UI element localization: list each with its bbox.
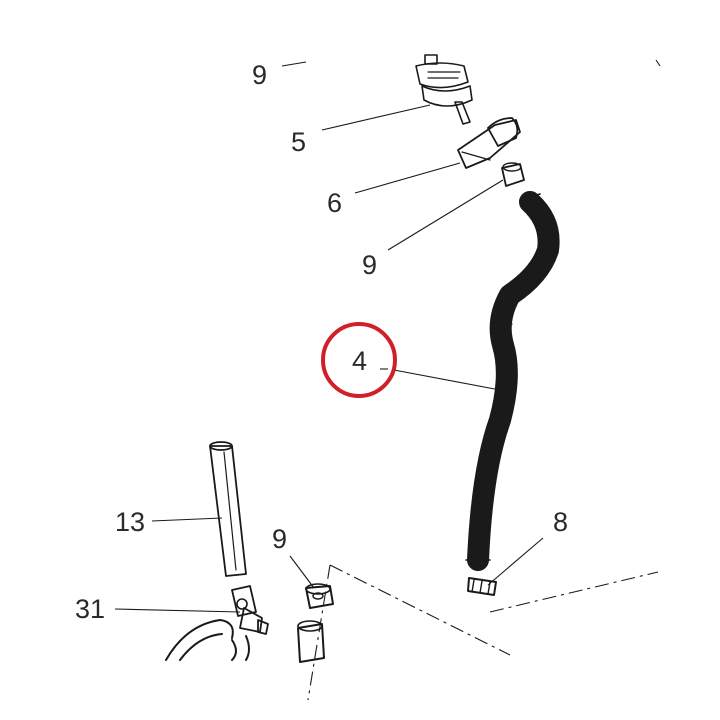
callout-13: 13	[115, 507, 145, 537]
callout-9-lower: 9	[272, 524, 287, 554]
clip-part-8	[467, 577, 497, 596]
callout-8: 8	[553, 507, 568, 537]
leader-8	[487, 537, 544, 586]
callout-5: 5	[291, 127, 306, 157]
leader-9-lower	[289, 555, 315, 589]
fitting-part-31	[165, 585, 269, 661]
valve-fitting-part-5	[415, 54, 473, 125]
reference-line-lower	[329, 564, 511, 656]
leader-5	[321, 104, 431, 131]
tube-part-13	[209, 441, 247, 577]
callout-4: 4	[352, 346, 367, 376]
leader-lines	[114, 59, 661, 613]
collar-part-9-upper	[501, 162, 525, 187]
callouts: 9 5 6 9 4 13 9 8 31	[75, 60, 568, 624]
highlight-circle	[321, 322, 397, 398]
leader-9-mid	[387, 179, 504, 251]
leader-13	[151, 517, 223, 522]
callout-9-mid: 9	[362, 250, 377, 280]
hose-part-4	[465, 191, 560, 571]
collar-part-9-lower	[305, 583, 334, 609]
reference-line-right	[489, 571, 659, 613]
leader-4	[393, 369, 501, 391]
reference-lines	[307, 564, 659, 701]
callout-9-top: 9	[252, 60, 267, 90]
reference-line-left	[307, 564, 331, 701]
clamp-part-6	[457, 117, 521, 169]
leader-edge-mark	[655, 59, 661, 67]
callout-6: 6	[327, 188, 342, 218]
leader-6	[354, 162, 461, 194]
callout-31: 31	[75, 594, 105, 624]
leader-9-top	[281, 61, 307, 67]
sleeve-lower	[297, 620, 325, 663]
leader-31	[114, 608, 241, 613]
